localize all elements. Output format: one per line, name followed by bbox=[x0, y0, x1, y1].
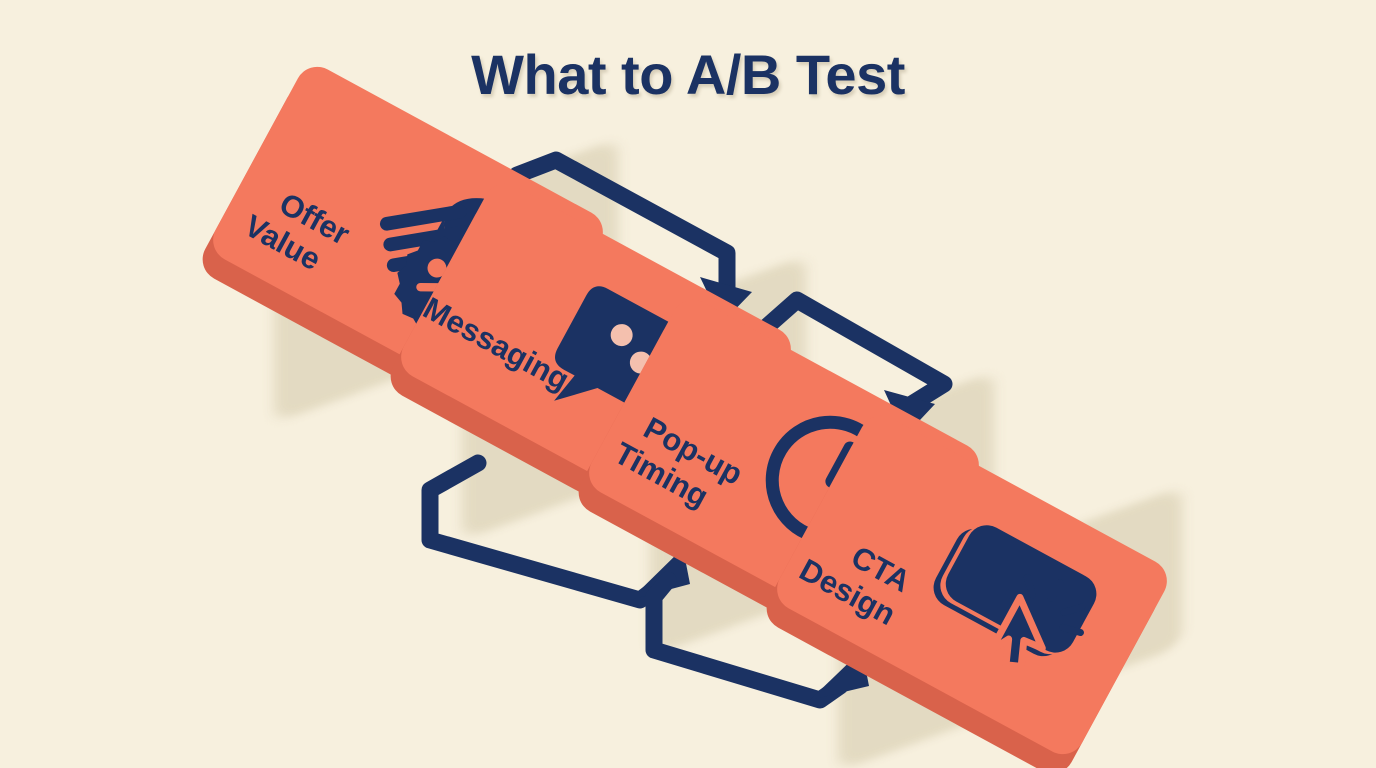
cursor-click-button-icon bbox=[933, 525, 1097, 670]
connector-messaging-to-popup-upper bbox=[754, 291, 953, 436]
connector-offer-to-messaging bbox=[508, 151, 752, 323]
card-cta-design[interactable]: CTA Design bbox=[759, 408, 1175, 768]
